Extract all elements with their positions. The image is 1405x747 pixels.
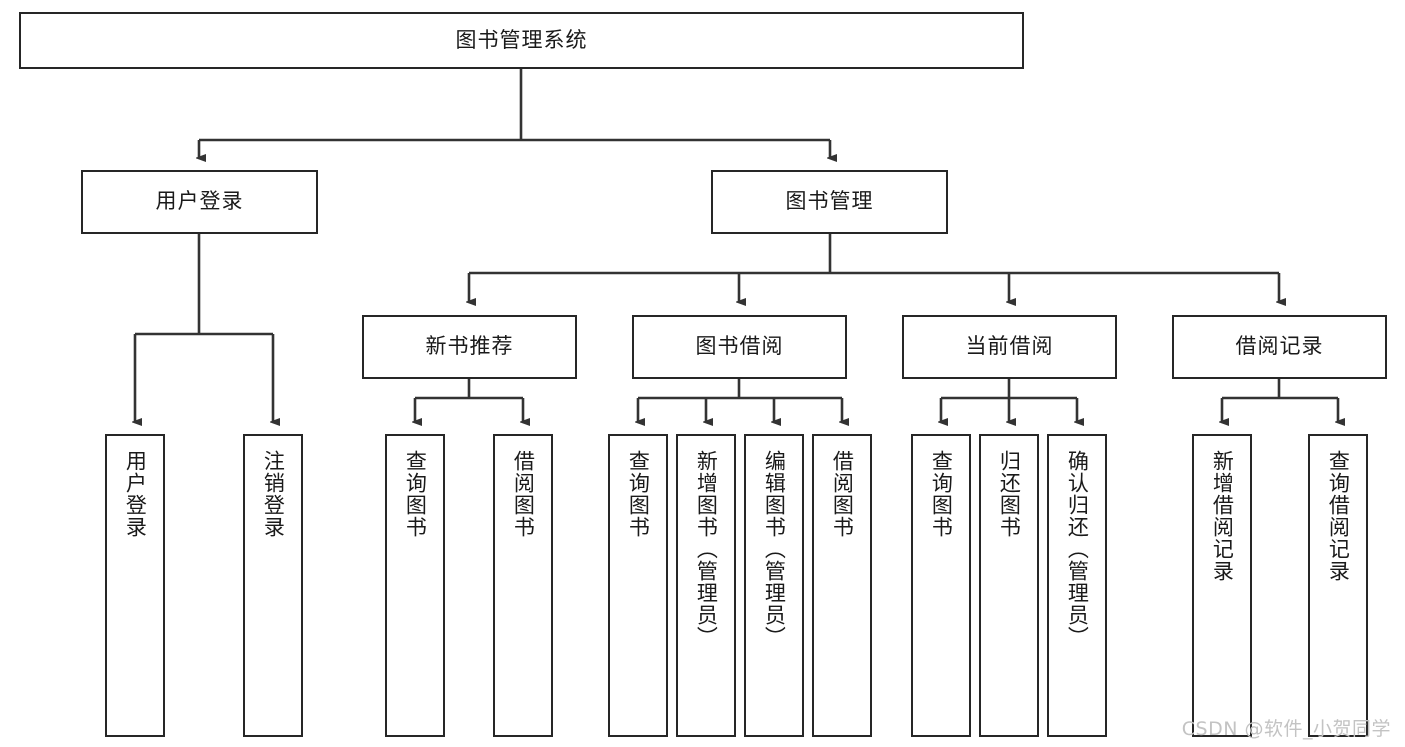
new-book-rec-to-leaves-connectors [415,379,523,422]
node-borrowing-record[interactable]: 借阅记录 [1172,315,1387,379]
book-manage-to-level3-connectors [469,234,1279,302]
node-label: 新增借阅记录 [1210,450,1235,582]
node-current-borrowing[interactable]: 当前借阅 [902,315,1117,379]
node-root-book-management-system[interactable]: 图书管理系统 [19,12,1024,69]
node-label: 图书管理 [785,189,874,214]
leaf-add-borrowing-record[interactable]: 新增借阅记录 [1192,434,1252,737]
node-label: 查询图书 [403,450,428,538]
node-label: 当前借阅 [965,334,1054,359]
node-user-login[interactable]: 用户登录 [81,170,318,234]
node-book-borrowing[interactable]: 图书借阅 [632,315,847,379]
leaf-borrow-book-recommendation[interactable]: 借阅图书 [493,434,553,737]
leaf-edit-book-admin[interactable]: 编辑图书（管理员） [744,434,804,737]
borrow-record-to-leaves-connectors [1222,379,1338,422]
node-label: 确认归还（管理员） [1065,450,1090,648]
node-label: 用户登录 [123,450,148,538]
leaf-query-book-current[interactable]: 查询图书 [911,434,971,737]
node-label: 图书借阅 [695,334,784,359]
user-login-to-leaves-connectors [135,234,273,422]
leaf-add-book-admin[interactable]: 新增图书（管理员） [676,434,736,737]
node-label: 新增图书（管理员） [694,450,719,648]
node-label: 借阅图书 [830,450,855,538]
leaf-query-book-borrowing[interactable]: 查询图书 [608,434,668,737]
node-book-management[interactable]: 图书管理 [711,170,948,234]
node-label: 查询图书 [626,450,651,538]
leaf-logout-login[interactable]: 注销登录 [243,434,303,737]
leaf-user-login[interactable]: 用户登录 [105,434,165,737]
node-label: 查询借阅记录 [1326,450,1351,582]
leaf-return-book[interactable]: 归还图书 [979,434,1039,737]
node-label: 借阅记录 [1235,334,1324,359]
node-label: 编辑图书（管理员） [762,450,787,648]
node-new-book-recommendation[interactable]: 新书推荐 [362,315,577,379]
node-label: 归还图书 [997,450,1022,538]
current-borrow-to-leaves-connectors [941,379,1077,422]
node-label: 用户登录 [155,189,244,214]
node-label: 注销登录 [261,450,286,538]
root-to-level2-connectors [199,69,830,158]
node-label: 借阅图书 [511,450,536,538]
node-label: 图书管理系统 [455,27,588,52]
leaf-borrow-book[interactable]: 借阅图书 [812,434,872,737]
leaf-confirm-return-admin[interactable]: 确认归还（管理员） [1047,434,1107,737]
leaf-query-book-recommendation[interactable]: 查询图书 [385,434,445,737]
node-label: 查询图书 [929,450,954,538]
node-label: 新书推荐 [425,334,514,359]
leaf-query-borrowing-record[interactable]: 查询借阅记录 [1308,434,1368,737]
book-borrow-to-leaves-connectors [638,379,842,422]
